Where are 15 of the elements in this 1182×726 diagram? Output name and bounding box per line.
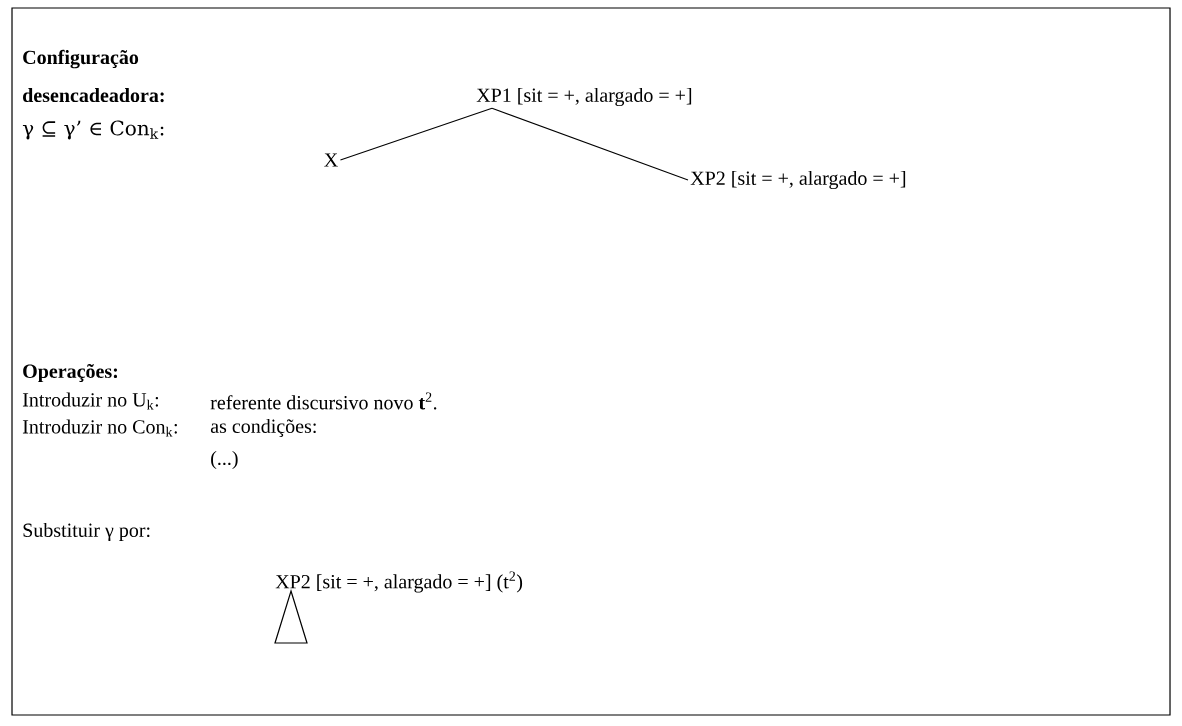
operation-text: referente discursivo novo t$^{2}$. [210, 392, 437, 410]
tree-node-label: XP2 [sit = +, alargado = +] (t$^{2}$) [275, 571, 523, 593]
tree-branch [491, 107, 689, 181]
operation-text: (...) [211, 450, 238, 470]
tree-branch [339, 107, 493, 161]
condition-text: γ ⊆ γ’ ∈ Con$_{k}$: [22, 120, 164, 140]
section-heading: Configuração desencadeadora: [23, 49, 164, 103]
section-heading: Operações: [23, 363, 118, 383]
tree-node-label: XP1 [sit = +, alargado = +] [476, 87, 692, 107]
tree-node-label: X [324, 153, 338, 167]
operation-text: as condições: [210, 418, 316, 438]
operation-text: Introduzir no Con$_{k}$: [22, 419, 177, 437]
operation-text: Introduzir no U$_{k}$: [22, 392, 159, 410]
tree-node-label: XP2 [sit = +, alargado = +] [690, 170, 906, 190]
operation-text: Substituir γ por: [23, 522, 150, 542]
